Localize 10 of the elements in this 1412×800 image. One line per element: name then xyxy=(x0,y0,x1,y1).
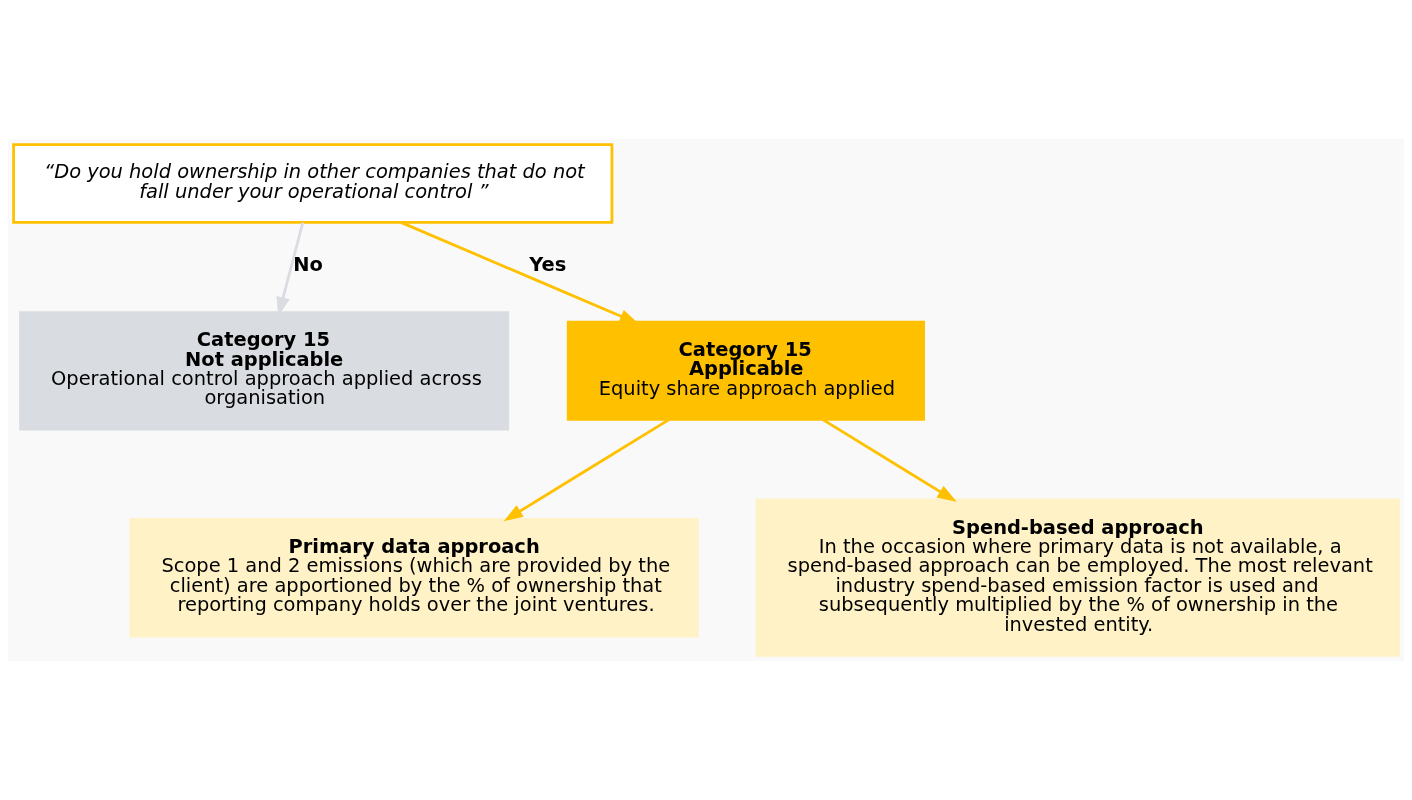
node-box: Spend-based approach In the occasion where primary data is not available, a spend-based approach can be employed. The most relevant industry spend-based emission factor is used and subsequently multiplied by the % of ownership in the invested entity. xyxy=(755,498,1400,657)
node-box: Category 15 Applicable Equity share approach applied xyxy=(566,320,925,421)
edge-label: Yes xyxy=(529,253,567,277)
arrow xyxy=(503,418,670,522)
arrow xyxy=(400,221,639,324)
node-box: Primary data approach Scope 1 and 2 emissions (which are provided by the client) are apportioned by the % of ownership that reporting company holds over the joint ventures. xyxy=(129,518,699,638)
edge-label: No xyxy=(293,253,323,277)
node-box: Category 15 Not applicable Operational control approach applied across organisation xyxy=(19,311,510,431)
node-box: “Do you hold ownership in other companies that do not fall under your operational control ” xyxy=(12,143,614,224)
arrow xyxy=(822,418,957,502)
